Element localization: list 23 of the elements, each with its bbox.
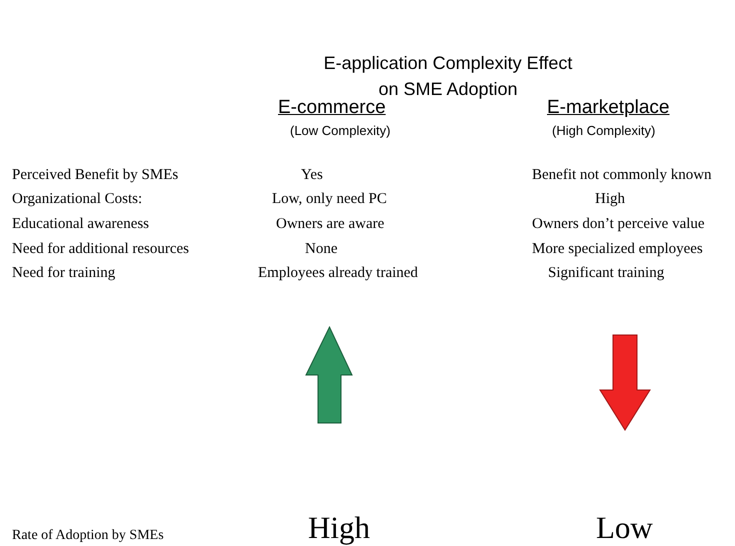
table-cell: Owners don’t perceive value <box>532 215 705 233</box>
column-heading: E-commerce <box>278 96 386 119</box>
table-cell: High <box>595 190 625 208</box>
row-label: Organizational Costs: <box>12 190 142 208</box>
row-label: Perceived Benefit by SMEs <box>12 166 178 184</box>
table-cell: Yes <box>301 166 323 184</box>
column-subheading: (High Complexity) <box>552 122 656 139</box>
row-label: Educational awareness <box>12 215 150 233</box>
table-cell: Benefit not commonly known <box>532 166 712 184</box>
rating-value: Low <box>596 510 653 545</box>
table-cell: Owners are aware <box>276 215 384 233</box>
column-heading: E-marketplace <box>547 96 670 119</box>
table-cell: Low, only need PC <box>272 190 387 208</box>
row-label: Need for training <box>12 264 116 282</box>
rating-value: High <box>308 510 370 545</box>
table-cell: Significant training <box>548 264 664 282</box>
column-subheading: (Low Complexity) <box>290 122 390 139</box>
row-label: Need for additional resources <box>12 240 190 258</box>
table-cell: More specialized employees <box>532 240 703 258</box>
table-cell: None <box>305 240 338 258</box>
row-label: Rate of Adoption by SMEs <box>12 527 164 545</box>
diagram-title: E-application Complexity Effect on SME Adoption <box>322 52 574 99</box>
table-cell: Employees already trained <box>258 264 418 282</box>
